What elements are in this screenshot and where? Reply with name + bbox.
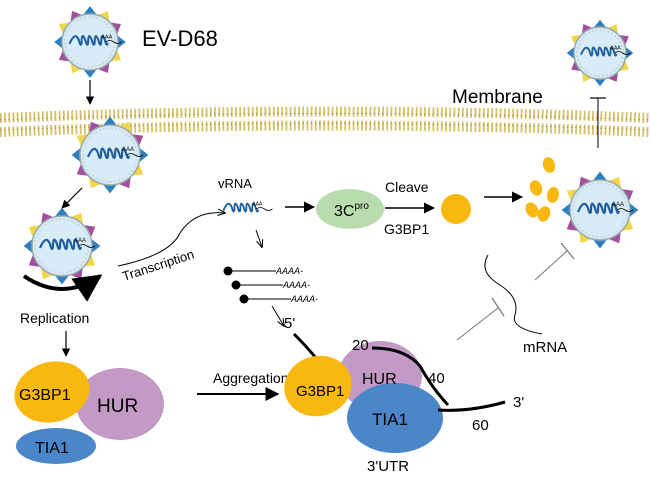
svg-text:AAA: AAA: [122, 147, 134, 153]
membrane-bilayer: [0, 106, 650, 137]
replication-cycle-arrow: [22, 274, 103, 302]
virus-particle-in-membrane: AAA: [71, 116, 149, 194]
vrna-down-arrow: [255, 229, 262, 247]
g3bp1-protein-complex: [284, 355, 352, 417]
g3bp1-protein-free: [14, 361, 90, 423]
hur-label-complex: HUR: [362, 371, 397, 388]
hur-label-free: HUR: [97, 396, 138, 417]
transcription-arrow: [117, 213, 225, 267]
g3bp1-fragments: [525, 157, 560, 222]
tia1-label-free: TIA1: [35, 440, 69, 457]
five-prime-label: 5': [284, 315, 295, 332]
protease-label: 3Cpro: [334, 201, 369, 220]
virus-particle-released: AAA: [561, 171, 639, 249]
cleave-label: Cleave: [385, 179, 429, 195]
membrane-label: Membrane: [452, 87, 543, 108]
stress-granule-inhibition: [456, 297, 505, 341]
uncoating-arrow: [61, 187, 83, 209]
mrna-3prime-strand: [437, 400, 506, 412]
release-inhibition-mark: [590, 97, 606, 148]
virus-label: EV-D68: [142, 26, 218, 51]
polya-tail-1: AAAA-: [275, 266, 303, 276]
tia1-protein-complex: [347, 383, 443, 453]
g3bp1-label-complex: G3BP1: [296, 383, 344, 400]
position-20-label: 20: [352, 337, 369, 354]
polya-tail-2: AAAA-: [282, 280, 310, 290]
replication-label: Replication: [20, 310, 89, 326]
utr-label: 3'UTR: [367, 458, 409, 475]
mrna-label: mRNA: [523, 339, 567, 356]
polya-tail-3: AAAA-: [290, 294, 318, 304]
svg-text:AAA: AAA: [74, 238, 86, 244]
svg-text:AAA: AAA: [612, 202, 624, 208]
svg-text:AAA: AAA: [101, 34, 112, 40]
svg-text:AAA: AAA: [252, 202, 263, 208]
cleaved-target-label: G3BP1: [384, 221, 429, 237]
virus-particle-replicating: AAA: [23, 207, 101, 285]
tia1-protein-free: [16, 428, 96, 464]
position-60-label: 60: [472, 417, 489, 434]
vrna-label: vRNA: [218, 176, 252, 191]
virus-particle-blocked: AAA: [566, 19, 634, 87]
tia1-label-complex: TIA1: [372, 410, 408, 429]
g3bp1-label-free: G3BP1: [19, 387, 71, 404]
mrna-to-granule-arrow: [271, 305, 284, 326]
virus-particle-top-left: AAA: [54, 6, 126, 78]
protease-3cpro: [316, 189, 384, 229]
host-mrnas: [223, 266, 291, 304]
viral-rna-strand: AAA: [222, 202, 273, 213]
svg-text:AAA: AAA: [610, 46, 621, 52]
hur-protein-free: [76, 368, 164, 440]
position-40-label: 40: [428, 370, 445, 387]
three-prime-label: 3': [513, 394, 524, 411]
mrna-strand: [484, 254, 543, 335]
mrna-middle-strand: [371, 346, 450, 407]
g3bp1-protein: [441, 194, 471, 224]
virus-inhibition: [534, 242, 575, 281]
aggregation-label: Aggregation: [213, 370, 289, 386]
transcription-label: Transcription: [120, 247, 196, 284]
